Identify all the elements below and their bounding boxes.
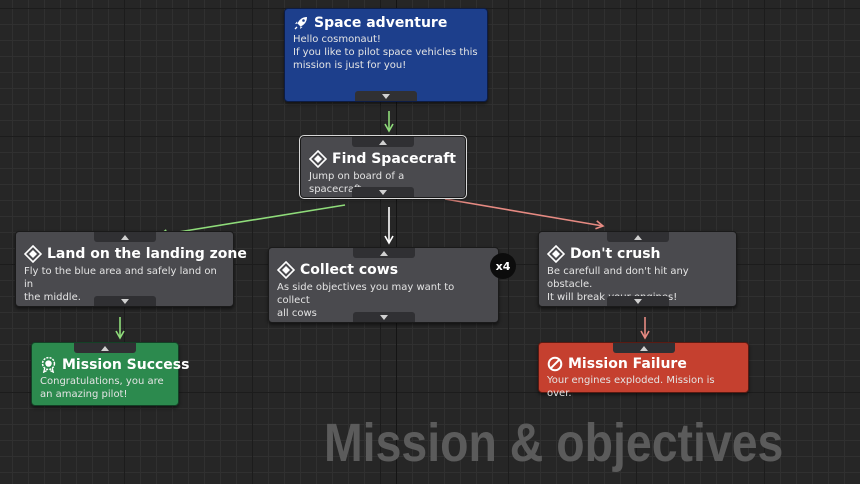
desc-line: If you like to pilot space vehicles this [293,47,478,58]
chevron-up-icon [379,139,387,145]
link-find-to-crush [444,198,605,230]
rocket-icon [294,17,307,30]
input-pin[interactable] [612,343,675,353]
repeat-count-badge: x4 [490,253,516,279]
node-description: As side objectives you may want to colle… [277,281,490,320]
chevron-down-icon [382,93,390,99]
input-pin[interactable] [352,248,415,258]
node-title-row: Collect cows [277,261,490,279]
node-title: Find Spacecraft [332,151,457,167]
chevron-up-icon [101,345,109,351]
node-title-row: Space adventure [293,15,479,31]
node-title-row: Mission Failure [547,356,740,372]
output-pin[interactable] [352,312,415,322]
node-space-adventure[interactable]: Space adventure Hello cosmonaut! If you … [284,8,488,102]
desc-line: Congratulations, you are [40,376,164,387]
node-description: Fly to the blue area and safely land on … [24,265,225,304]
graph-axis-line [396,0,397,484]
node-dont-crush[interactable]: Don't crush Be carefull and don't hit an… [538,231,737,307]
objective-icon [24,245,42,263]
node-description: Hello cosmonaut! If you like to pilot sp… [293,33,479,72]
desc-line: Fly to the blue area and safely land on … [24,266,217,290]
prohibited-icon [547,356,563,372]
output-pin[interactable] [352,187,414,197]
desc-line: all cows [277,308,317,319]
node-mission-success[interactable]: Mission Success Congratulations, you are… [31,342,189,406]
node-mission-failure[interactable]: Mission Failure Your engines exploded. M… [538,342,749,399]
node-title: Don't crush [570,246,661,262]
node-find-spacecraft[interactable]: Find Spacecraft Jump on board of a space… [299,135,467,199]
output-pin[interactable] [606,296,669,306]
node-title: Land on the landing zone [47,246,247,262]
chevron-up-icon [639,345,648,351]
chevron-up-icon [633,234,642,240]
node-description: Jump on board of a spacecraft [309,170,457,196]
output-pin[interactable] [355,91,417,101]
desc-line: Your engines exploded. Mission is over. [547,375,715,399]
node-title-row: Mission Success [40,356,189,373]
medal-icon [41,356,56,373]
node-title: Collect cows [300,262,399,278]
objective-icon [309,150,327,168]
objective-icon [547,245,565,263]
input-pin[interactable] [93,232,156,242]
node-collect-cows[interactable]: Collect cows As side objectives you may … [268,247,499,323]
link-find-to-land [158,204,346,239]
output-pin[interactable] [93,296,156,306]
desc-line: an amazing pilot! [40,389,128,400]
desc-line: Hello cosmonaut! [293,34,381,45]
desc-line: Be carefull and don't hit any obstacle. [547,266,689,290]
watermark-title: Mission & objectives [324,413,784,473]
input-pin[interactable] [606,232,669,242]
chevron-up-icon [379,250,388,256]
node-title: Mission Failure [568,356,687,372]
node-description: Congratulations, you are an amazing pilo… [40,375,170,401]
chevron-up-icon [120,234,129,240]
chevron-down-icon [633,298,642,304]
desc-line: mission is just for you! [293,60,407,71]
objective-icon [277,261,295,279]
desc-line: the middle. [24,292,81,303]
node-title: Mission Success [62,356,190,373]
node-title-row: Find Spacecraft [309,150,457,168]
node-title-row: Don't crush [547,245,728,263]
chevron-down-icon [120,298,129,304]
chevron-down-icon [379,314,388,320]
input-pin[interactable] [74,343,136,353]
node-title: Space adventure [314,15,448,31]
node-land-landing-zone[interactable]: Land on the landing zone Fly to the blue… [15,231,247,307]
chevron-down-icon [379,189,387,195]
input-pin[interactable] [352,137,414,147]
node-title-row: Land on the landing zone [24,245,247,263]
desc-line: As side objectives you may want to colle… [277,282,455,306]
node-description: Your engines exploded. Mission is over. [547,374,740,400]
desc-line: Jump on board of a spacecraft [309,171,405,195]
